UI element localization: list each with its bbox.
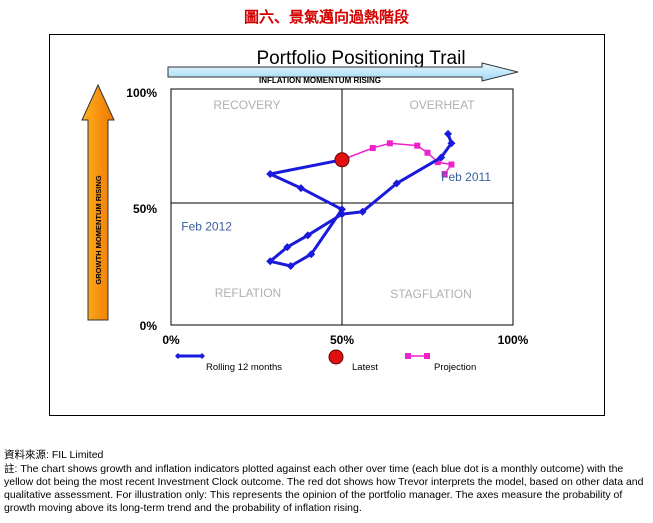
series-line-projection	[341, 142, 453, 175]
source-note: 資料來源: FIL Limited	[4, 449, 104, 461]
figure-title: 圖六、景氣邁向過熱階段	[243, 8, 409, 26]
legend-latest-label: Latest	[352, 362, 378, 373]
point-rolling-12-months-13	[266, 169, 275, 178]
legend-rolling-marker	[175, 353, 181, 359]
point-rolling-12-months-5	[338, 210, 346, 219]
y-tick-50: 50%	[133, 202, 157, 216]
point-rolling-12-months-0	[444, 129, 453, 138]
point-rolling-12-months-10	[307, 250, 316, 259]
legend-projection-label: Projection	[434, 362, 476, 373]
point-projection-6	[448, 161, 455, 168]
series-layer	[266, 129, 456, 270]
legend-rolling-label: Rolling 12 months	[206, 362, 282, 373]
quadrant-overheat: OVERHEAT	[409, 98, 475, 112]
annotation-1: Feb 2012	[181, 220, 232, 234]
y-tick-100: 100%	[126, 86, 157, 100]
point-rolling-12-months-4	[358, 207, 367, 216]
legend-latest-marker	[328, 349, 344, 365]
x-tick-50: 50%	[330, 333, 354, 347]
series-line-rolling-12-months	[268, 133, 453, 268]
chart-title: Portfolio Positioning Trail	[256, 48, 465, 69]
point-projection-5	[434, 159, 441, 166]
x-tick-0: 0%	[162, 333, 180, 347]
point-projection-3	[414, 142, 421, 149]
inflation-arrow	[167, 62, 519, 82]
quadrant-recovery: RECOVERY	[213, 98, 280, 112]
point-rolling-12-months-11	[338, 205, 346, 214]
point-rolling-12-months-6	[303, 231, 312, 240]
y-axis-label: GROWTH MOMENTUM RISING	[94, 175, 103, 284]
x-axis-label: INFLATION MOMENTUM RISING	[259, 76, 381, 85]
point-rolling-12-months-12	[296, 184, 305, 193]
legend-projection-marker	[405, 353, 411, 359]
annotation-0: Feb 2011	[441, 170, 491, 184]
legend-projection-marker-end	[424, 353, 430, 359]
growth-arrow	[81, 83, 115, 321]
point-rolling-12-months-3	[392, 179, 401, 188]
point-projection-1	[369, 145, 376, 151]
legend: Rolling 12 months Latest Projection	[175, 349, 476, 373]
positioning-chart: Portfolio Positioning Trail INFLATION MO…	[81, 48, 529, 373]
point-projection-2	[386, 140, 393, 147]
point-projection-4	[424, 149, 431, 156]
point-rolling-12-months-8	[266, 257, 275, 266]
legend-rolling-marker-end	[199, 353, 205, 359]
point-rolling-12-months-2	[437, 153, 446, 162]
quadrant-reflation: REFLATION	[215, 286, 281, 300]
point-rolling-12-months-1	[447, 139, 456, 148]
quadrant-stagflation: STAGFLATION	[390, 287, 472, 301]
point-rolling-12-months-9	[286, 262, 295, 270]
point-projection-7	[441, 170, 448, 177]
point-latest-0	[334, 152, 350, 168]
point-rolling-12-months-7	[283, 243, 292, 252]
explanatory-note: 註: The chart shows growth and inflation …	[4, 463, 644, 514]
y-tick-0: 0%	[140, 319, 158, 333]
chart-frame	[49, 34, 605, 416]
x-tick-100: 100%	[498, 333, 529, 347]
